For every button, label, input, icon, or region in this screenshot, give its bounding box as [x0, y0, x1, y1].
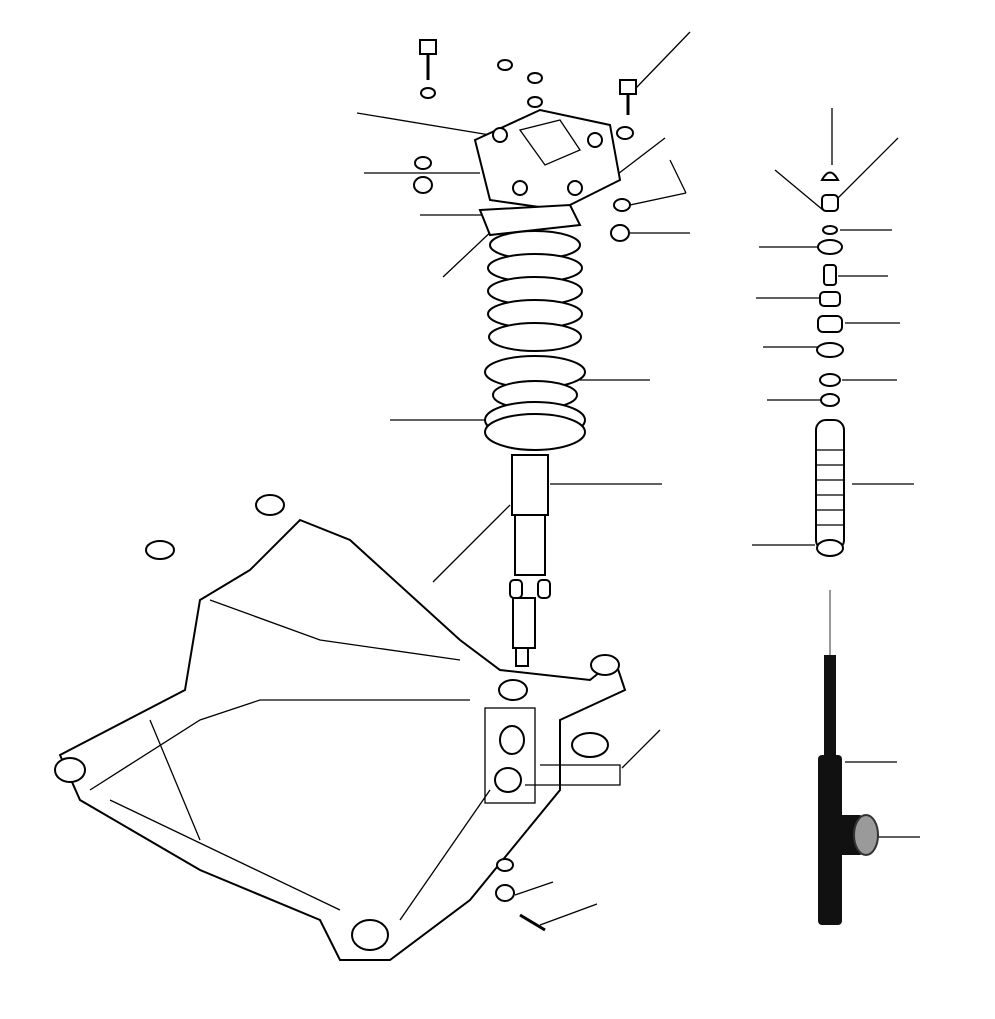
- leader-lines: [356, 31, 920, 926]
- leader-line: [514, 881, 554, 896]
- front-subframe: [54, 494, 627, 961]
- shock-component-column: [815, 171, 845, 557]
- leader-line: [442, 227, 496, 278]
- strut-shock-body: [509, 454, 551, 667]
- adjustable-shock-absorber: [818, 590, 879, 925]
- leader-line: [669, 159, 687, 194]
- leader-line: [837, 137, 899, 199]
- leader-line: [629, 192, 687, 206]
- leader-line: [774, 169, 824, 211]
- leader-line: [432, 504, 511, 583]
- leader-line: [621, 729, 661, 769]
- leader-line: [635, 31, 691, 89]
- strut-top-mount: [413, 39, 637, 242]
- leader-line: [539, 903, 598, 926]
- leader-line: [356, 112, 491, 136]
- coil-spring: [484, 230, 586, 451]
- adjuster-knob: [853, 814, 879, 856]
